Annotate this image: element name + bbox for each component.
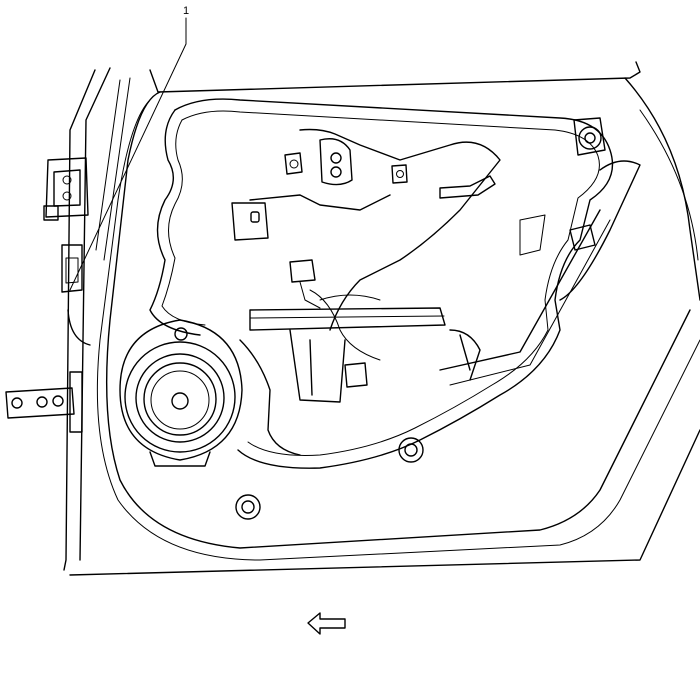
- trim-clip-holes: [235, 117, 606, 520]
- door-seal-outline: [149, 98, 614, 469]
- callout-1: 1: [69, 5, 189, 291]
- door-lower-hinge: [5, 371, 83, 433]
- door-speaker: [119, 319, 243, 467]
- window-regulator-bracket: [231, 128, 501, 456]
- callout-label: 1: [183, 5, 189, 17]
- door-check-bracket: [61, 244, 91, 346]
- door-side-channel: [439, 160, 641, 386]
- left-arrow-icon: [307, 612, 346, 635]
- door-upper-hinge: [43, 157, 89, 221]
